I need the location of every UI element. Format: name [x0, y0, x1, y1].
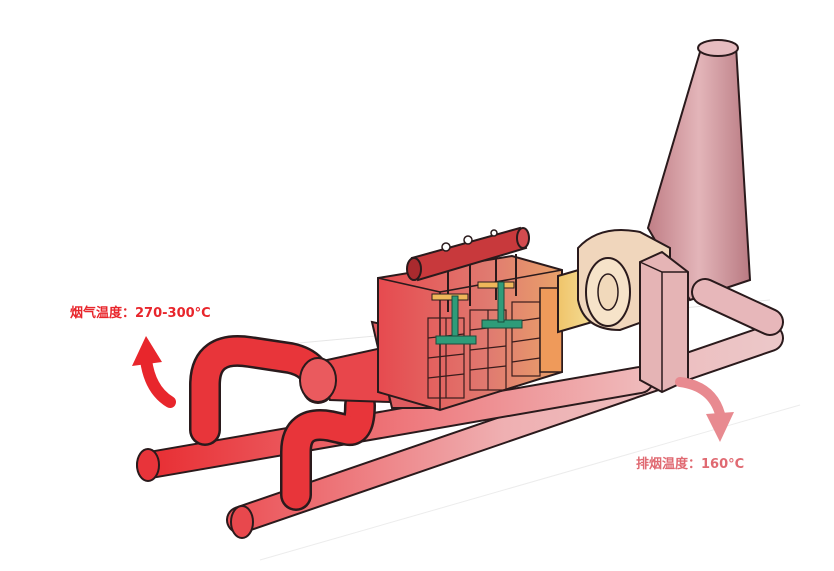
u-loop-pipe-right: [280, 389, 376, 511]
inlet-pipe-upper: [136, 366, 654, 482]
inlet-cone-duct: [299, 346, 392, 404]
flue-connector: [639, 250, 689, 394]
header-bars: [435, 281, 523, 345]
inlet-flow-arrow: [132, 336, 176, 408]
inlet-temperature-label: 烟气温度：270-300°C: [70, 306, 211, 321]
outlet-flow-arrow: [675, 377, 734, 442]
outlet-temperature-label: 排烟温度：160°C: [636, 457, 745, 472]
guide-line: [259, 404, 801, 561]
steam-drum: [406, 226, 530, 312]
